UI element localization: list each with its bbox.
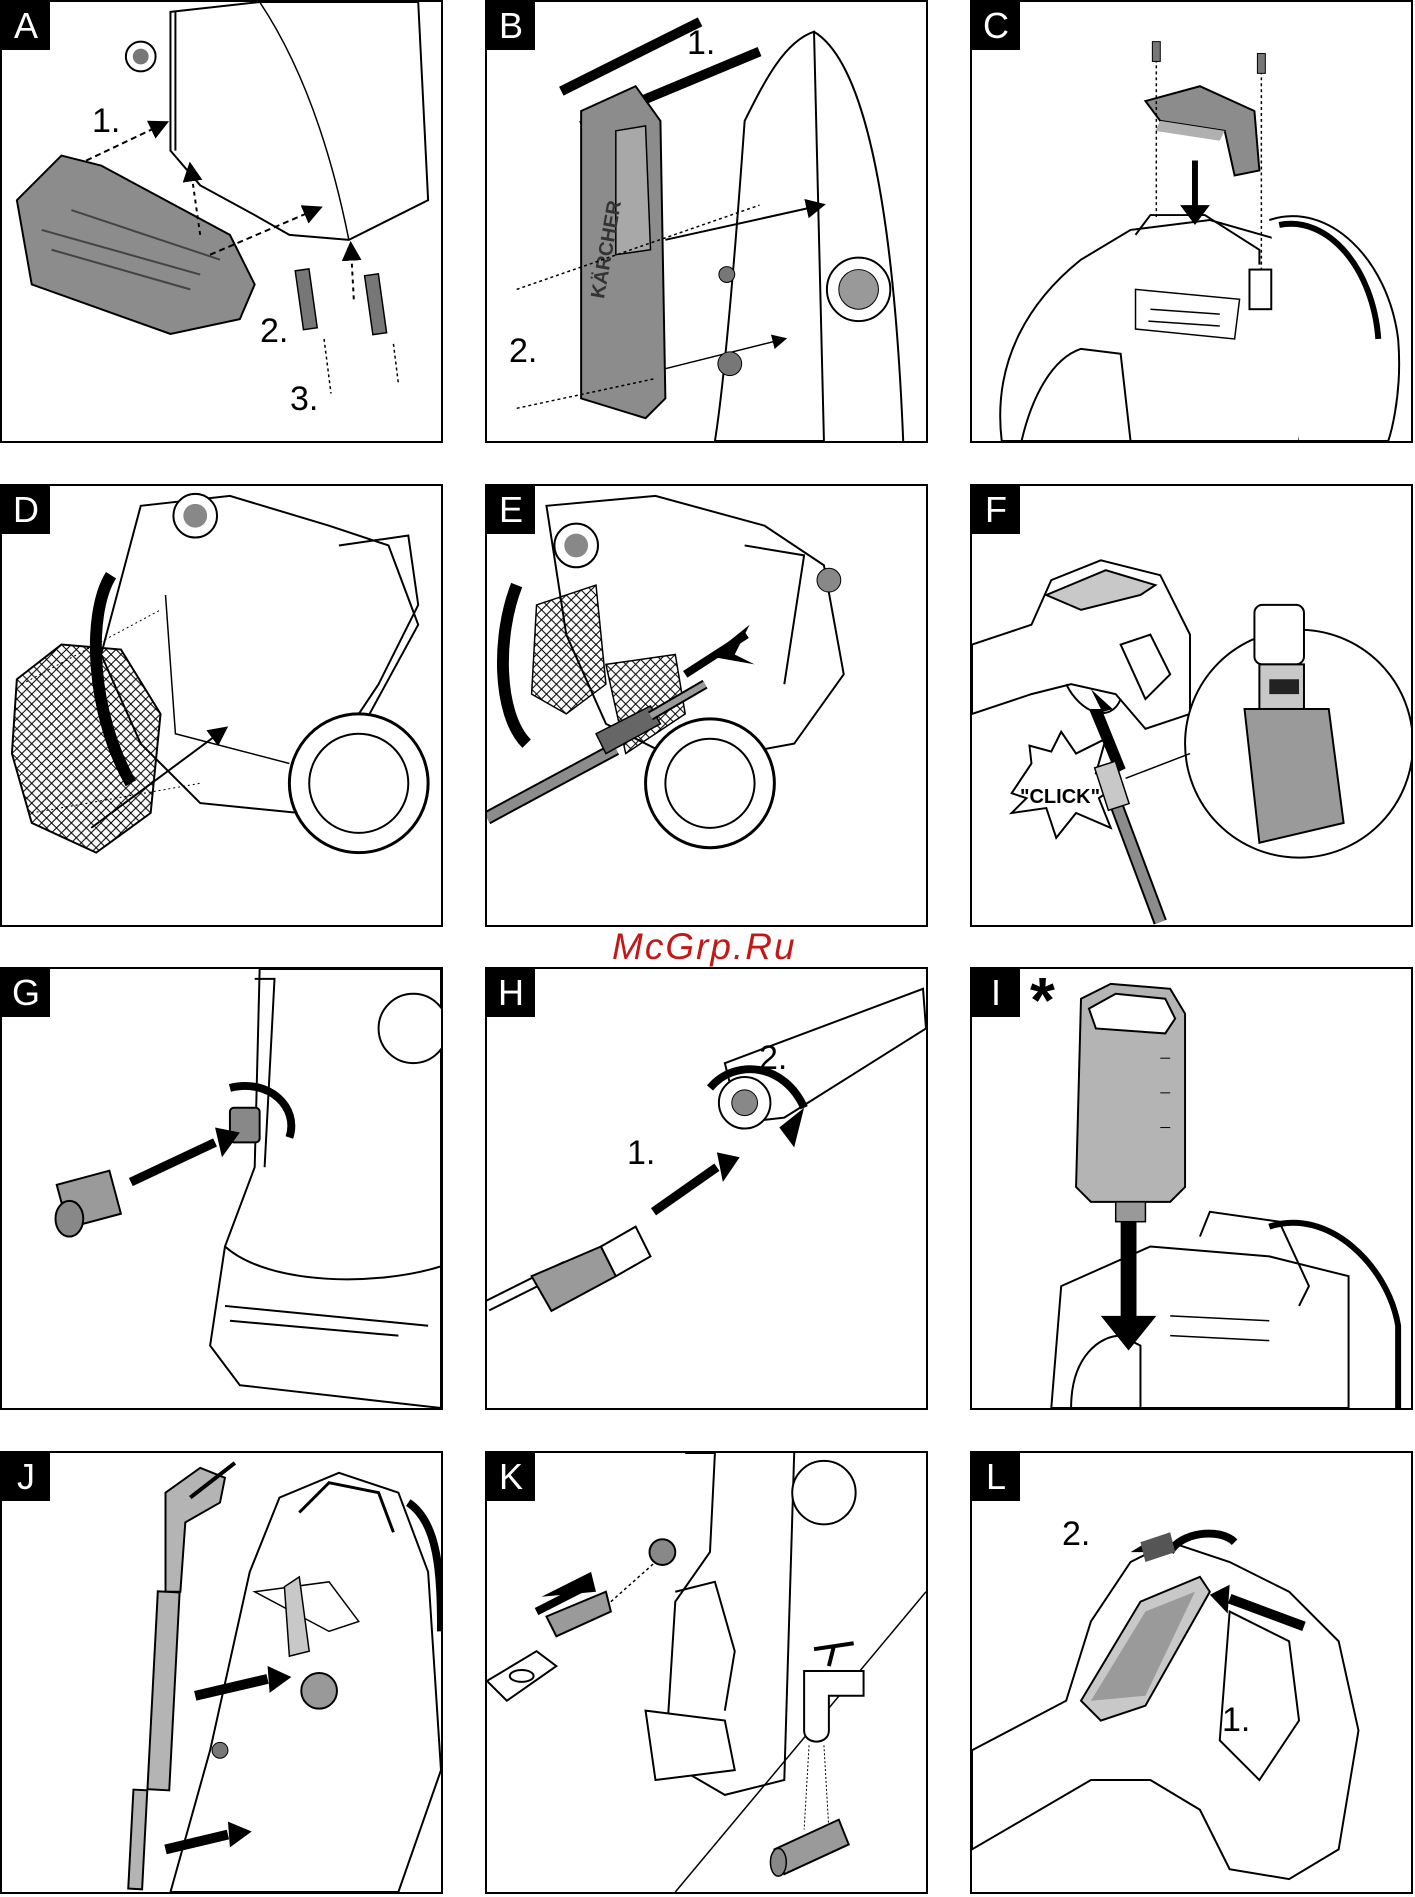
illustration-detergent-bottle-insert	[1050, 982, 1402, 1408]
step-label: 2.	[260, 312, 289, 350]
panel-d: D	[0, 484, 443, 927]
panel-label-l: L	[972, 1453, 1020, 1501]
watermark: McGrp.Ru	[612, 926, 797, 967]
panel-g: G	[0, 967, 443, 1410]
illustration-water-inlet-connect	[54, 969, 441, 1408]
panel-c: C	[970, 0, 1413, 443]
panel-h: H 1. 2.	[485, 967, 928, 1410]
panel-f: F "CLICK"	[970, 484, 1413, 927]
step-label: 2.	[1062, 1515, 1091, 1553]
panel-j: J	[0, 1451, 443, 1894]
step-label: 3.	[290, 380, 319, 418]
panel-label-d: D	[2, 486, 50, 534]
step-label: 2.	[759, 1039, 788, 1077]
click-callout: "CLICK"	[1020, 786, 1101, 808]
step-label: 1.	[1222, 1701, 1251, 1739]
illustration-hose-connect	[487, 494, 845, 850]
illustration-gun-hose-click	[972, 559, 1411, 925]
illustration-base-cover-mount	[15, 2, 430, 394]
panel-label-a: A	[2, 2, 50, 50]
panel-label-i: I	[972, 969, 1020, 1017]
panel-label-h: H	[487, 969, 535, 1017]
panel-label-k: K	[487, 1453, 535, 1501]
panel-k: K	[485, 1451, 928, 1894]
step-label: 1.	[687, 24, 716, 62]
panel-label-c: C	[972, 2, 1020, 50]
panel-label-g: G	[2, 969, 50, 1017]
panel-label-f: F	[972, 486, 1020, 534]
illustration-filter-mesh-insert	[10, 492, 430, 855]
step-label: 2.	[509, 332, 538, 370]
illustration-accessory-holder-mount: KÄRCHER	[516, 17, 905, 441]
panel-e: E	[485, 484, 928, 927]
panel-label-j: J	[2, 1453, 50, 1501]
illustration-gun-storage	[127, 1461, 441, 1892]
illustration-lance-connect	[487, 987, 926, 1313]
panel-a: A 1. 2. 3.	[0, 0, 443, 443]
panel-i: I *	[970, 967, 1413, 1410]
step-label: 1.	[627, 1134, 656, 1172]
panel-l: L 2. 1.	[970, 1451, 1413, 1894]
panel-label-e: E	[487, 486, 535, 534]
illustration-inlet-filter-clean	[487, 1453, 926, 1892]
panel-label-b: B	[487, 2, 535, 50]
optional-marker: *	[1030, 967, 1055, 1036]
illustration-gun-trigger-lock	[972, 1529, 1360, 1881]
illustration-handle-mount	[999, 41, 1401, 441]
step-label: 1.	[92, 102, 121, 140]
panel-b: B KÄRCHER 1. 2.	[485, 0, 928, 443]
